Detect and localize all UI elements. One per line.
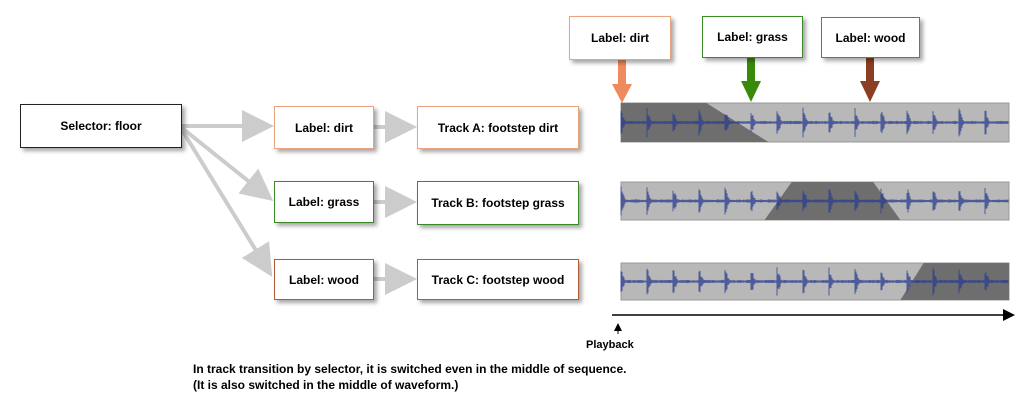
waveform-track-2 (620, 181, 1010, 221)
label-grass-text: Label: grass (288, 195, 360, 209)
down-arrow-wood (860, 57, 880, 102)
playback-label: Playback (586, 339, 634, 351)
waveform-track-1 (620, 102, 1010, 143)
top-label-grass-text: Label: grass (717, 30, 788, 44)
track-b-box: Track B: footstep grass (417, 181, 579, 225)
waveform-2 (620, 186, 1009, 216)
label-dirt-box: Label: dirt (274, 106, 374, 149)
label-wood-box: Label: wood (274, 259, 374, 300)
top-label-grass-box: Label: grass (702, 16, 803, 58)
waveform-track-3 (620, 262, 1010, 301)
waveform-1 (620, 107, 1009, 138)
track-c-text: Track C: footstep wood (431, 272, 565, 287)
arrow-selector-to-wood (180, 128, 273, 277)
top-label-wood-text: Label: wood (835, 30, 906, 45)
top-label-dirt-text: Label: dirt (590, 31, 649, 45)
label-wood-text: Label: wood (289, 272, 359, 287)
caption-line-1: In track transition by selector, it is s… (193, 362, 627, 376)
label-dirt-text: Label: dirt (294, 120, 353, 135)
waveform-3 (620, 267, 1009, 296)
track-a-box: Track A: footstep dirt (417, 106, 579, 149)
selector-label: Selector: floor (60, 119, 142, 133)
down-arrow-dirt (612, 60, 632, 103)
top-label-dirt-box: Label: dirt (569, 16, 671, 60)
down-arrow-grass (741, 57, 761, 102)
arrow-selector-to-grass (180, 126, 274, 201)
top-label-wood-box: Label: wood (821, 17, 920, 58)
caption-line-2: (It is also switched in the middle of wa… (193, 378, 459, 392)
selector-floor-box: Selector: floor (20, 104, 182, 148)
track-c-box: Track C: footstep wood (417, 259, 579, 300)
track-a-text: Track A: footstep dirt (437, 120, 559, 135)
label-grass-box: Label: grass (274, 181, 374, 223)
track-b-text: Track B: footstep grass (431, 196, 565, 210)
